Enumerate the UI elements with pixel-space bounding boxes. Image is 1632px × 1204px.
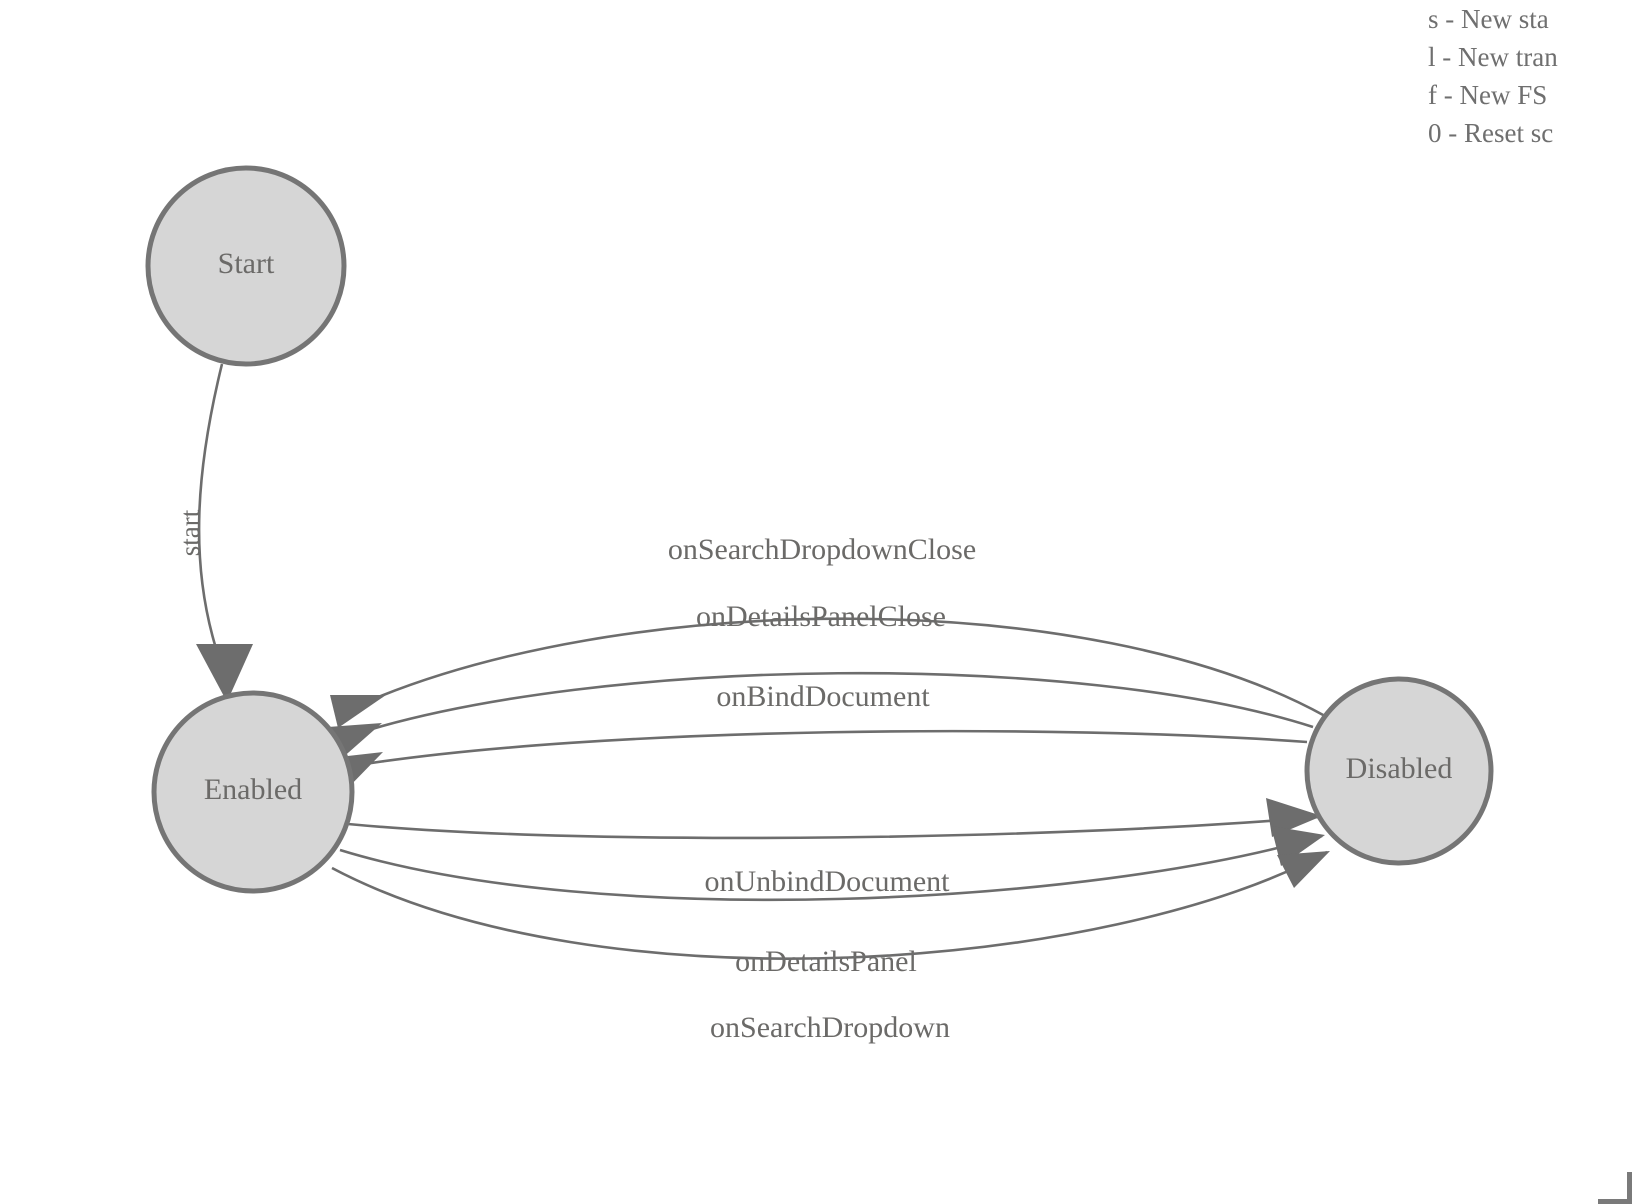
edge-start-to-enabled[interactable]: start — [175, 363, 253, 702]
edge-ondetailspanel[interactable]: onDetailsPanel — [339, 826, 1325, 978]
edge-onsearchdropdown[interactable]: onSearchDropdown — [331, 850, 1330, 1044]
edge-line-onsearchdropdown[interactable] — [331, 850, 1328, 960]
edge-line-start[interactable] — [197, 363, 224, 646]
edge-label-onsearchdropdown: onSearchDropdown — [710, 1011, 950, 1044]
arrow-head-onsearchdropdown — [1277, 851, 1330, 888]
edge-line-onbinddocument[interactable] — [351, 729, 1308, 768]
edge-line-ondetailspanel[interactable] — [339, 834, 1323, 902]
node-disabled[interactable]: Disabled — [1304, 676, 1494, 866]
edge-onunbinddocument[interactable]: onUnbindDocument — [347, 798, 1322, 898]
edge-label-start: start — [175, 509, 205, 556]
arrow-head-start — [196, 644, 253, 702]
edge-line-onsearchdropdownclose[interactable] — [356, 617, 1326, 718]
node-enabled[interactable]: Enabled — [151, 690, 355, 894]
node-enabled-label: Enabled — [204, 773, 302, 806]
node-start[interactable]: Start — [145, 165, 347, 367]
node-start-label: Start — [218, 247, 275, 280]
edge-label-onunbinddocument: onUnbindDocument — [705, 865, 951, 898]
node-enabled-circle[interactable] — [151, 690, 355, 894]
arrow-head-onsearchdropdownclose — [330, 695, 386, 728]
node-disabled-circle[interactable] — [1304, 676, 1494, 866]
edge-onsearchdropdownclose[interactable]: onSearchDropdownClose — [330, 533, 1326, 728]
edge-onbinddocument[interactable]: onBindDocument — [330, 680, 1308, 792]
edge-line-onunbinddocument[interactable] — [347, 815, 1320, 840]
edge-label-ondetailspanel: onDetailsPanel — [735, 945, 917, 978]
arrow-head-onunbinddocument — [1266, 798, 1322, 837]
resize-handle-corner[interactable] — [1598, 1172, 1632, 1204]
edge-label-onsearchdropdownclose: onSearchDropdownClose — [668, 533, 976, 566]
edge-line-ondetailspanelclose[interactable] — [351, 671, 1314, 737]
edge-label-onbinddocument: onBindDocument — [716, 680, 930, 713]
edge-label-ondetailspanelclose: onDetailsPanelClose — [696, 600, 946, 633]
node-disabled-label: Disabled — [1346, 752, 1453, 785]
node-start-circle[interactable] — [145, 165, 347, 367]
